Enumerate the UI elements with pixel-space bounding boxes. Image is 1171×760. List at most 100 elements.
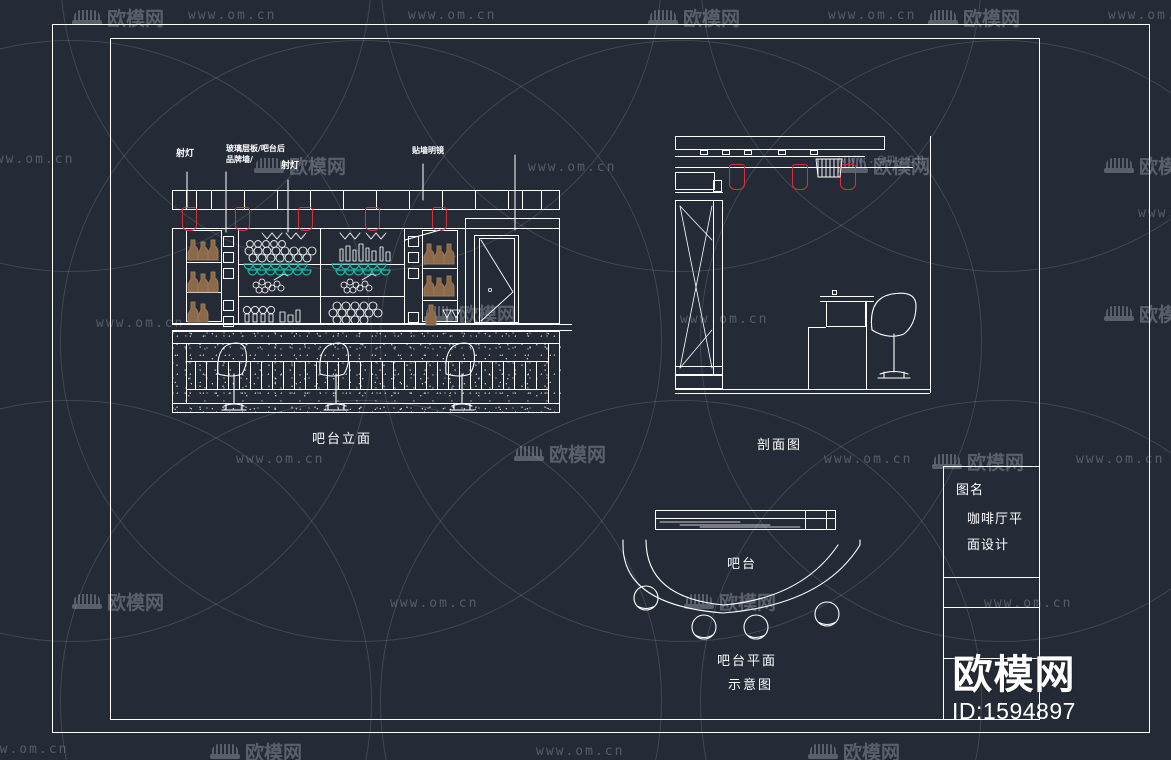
- plan-backbar-div: [805, 510, 806, 530]
- brand-id: ID:1594897: [952, 698, 1076, 724]
- counter-tile: [437, 361, 438, 389]
- bottle-row-left-upper: [187, 239, 219, 261]
- counter-panel-line: [186, 361, 548, 362]
- niche-square: [223, 236, 234, 247]
- glass-group-lower-right: [328, 301, 383, 325]
- section-wall-column: [675, 200, 723, 375]
- section-ceiling-slot: [700, 150, 708, 155]
- spotlight-fixture: [182, 207, 197, 231]
- shelf-line: [422, 268, 458, 269]
- spotlight-fixture: [840, 164, 856, 190]
- shelf-divider: [238, 228, 239, 324]
- titleblock-field-label: 图名: [956, 483, 985, 498]
- section-bar-front: [808, 327, 809, 389]
- plan-stool: [743, 614, 769, 640]
- plan-backbar: [655, 510, 836, 530]
- titleblock-value-line1: 咖啡厅平: [967, 512, 1024, 527]
- titleblock-value-line2: 面设计: [967, 538, 1010, 553]
- counter-tile: [217, 361, 218, 389]
- counter-edge-line: [186, 343, 187, 403]
- section-right-edge: [930, 136, 931, 393]
- decor-cluster-left: [252, 273, 289, 294]
- header-divider: [522, 190, 523, 210]
- bar-stool: [445, 342, 476, 411]
- counter-tile: [228, 361, 229, 389]
- counter-edge-line: [536, 361, 537, 389]
- section-ceiling-slot: [722, 150, 730, 155]
- section-column-inner: [713, 200, 714, 375]
- annotation-spotlight-left: 射灯: [176, 149, 195, 159]
- section-view-title: 剖面图: [757, 438, 803, 453]
- section-bar-small-item: [832, 290, 837, 295]
- bottle-row-left-mid: [187, 271, 219, 293]
- section-bar-step: [808, 327, 826, 328]
- section-floor-line: [675, 389, 930, 390]
- counter-body: [172, 331, 560, 413]
- niche-square: [223, 316, 234, 327]
- glass-right-lower: [442, 309, 461, 323]
- plan-view-title-line1: 吧台平面: [717, 654, 778, 669]
- counter-panel-line: [186, 389, 548, 390]
- bottle-row-right-mid: [423, 275, 455, 297]
- counter-tile: [459, 361, 460, 389]
- door-handle: [487, 287, 492, 292]
- spotlight-fixture: [365, 207, 380, 231]
- counter-tile: [404, 361, 405, 389]
- annotation-glass-shelf-line2: 品牌墙/: [226, 155, 253, 164]
- counter-tile: [426, 361, 427, 389]
- bottle-group-mid: [339, 243, 391, 262]
- cyan-glass-row-left: [243, 263, 312, 276]
- counter-tile: [470, 361, 471, 389]
- section-floor-line: [675, 393, 930, 394]
- counter-tile: [261, 361, 262, 389]
- counter-tile: [492, 361, 493, 389]
- sheet-outer-border: [52, 24, 1150, 733]
- titleblock-divider: [943, 658, 1040, 659]
- door-swing: [480, 239, 514, 322]
- niche-square: [408, 312, 419, 323]
- counter-tile: [514, 361, 515, 389]
- counter-tile: [283, 361, 284, 389]
- section-ceiling-line: [675, 156, 865, 157]
- counter-tile: [206, 361, 207, 389]
- bottle-row-right-lower: [425, 304, 437, 326]
- spotlight-fixture: [792, 164, 808, 190]
- shelf-line: [238, 296, 404, 297]
- counter-tile: [349, 361, 350, 389]
- annotation-glass-shelf-line1: 玻璃层板/吧台后: [226, 144, 285, 153]
- plan-backbar-line: [655, 518, 836, 519]
- titleblock-divider: [943, 466, 1040, 467]
- counter-top-line: [172, 330, 572, 331]
- counter-edge-line: [548, 343, 549, 403]
- section-ceiling-slot: [778, 150, 786, 155]
- titleblock-divider: [943, 607, 1040, 608]
- section-bar-top: [820, 296, 874, 297]
- header-divider: [409, 190, 410, 210]
- cyan-glass-row-right: [331, 263, 391, 276]
- decor-cluster-right: [340, 273, 377, 294]
- niche-square: [223, 268, 234, 279]
- niche-square: [408, 252, 419, 263]
- counter-tile: [272, 361, 273, 389]
- glass-group-upper-left2: [246, 240, 286, 248]
- plan-backbar-div: [826, 510, 827, 530]
- titleblock-divider: [943, 577, 1040, 578]
- shelf-divider: [404, 228, 405, 324]
- header-divider: [508, 190, 509, 210]
- elevation-view-title: 吧台立面: [312, 432, 373, 447]
- niche-square: [223, 300, 234, 311]
- bottle-row-left-lower: [187, 301, 209, 323]
- section-floor-base: [675, 375, 723, 389]
- annotation-spotlight-mid: 射灯: [281, 161, 300, 171]
- counter-tile: [415, 361, 416, 389]
- glass-group-lower-left: [242, 305, 301, 323]
- counter-tile: [195, 361, 196, 389]
- counter-tile: [360, 361, 361, 389]
- counter-top-line: [172, 324, 572, 325]
- section-bar-body: [826, 301, 866, 327]
- plan-view-title-line2: 示意图: [728, 678, 774, 693]
- door-leaf: [479, 238, 515, 323]
- header-divider: [442, 190, 443, 210]
- shelf-divider: [320, 228, 321, 324]
